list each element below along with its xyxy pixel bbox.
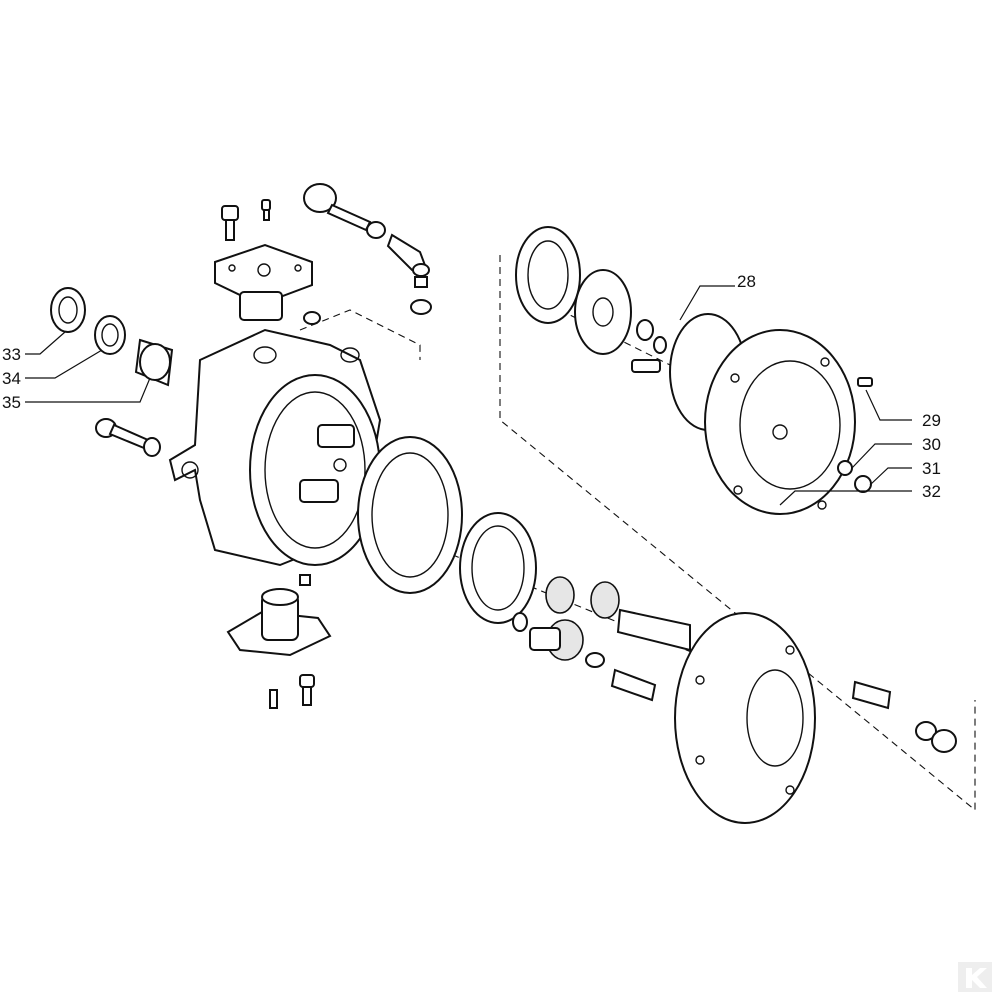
steering-knuckle	[168, 328, 382, 567]
bearing-and-carrier	[515, 226, 747, 431]
callout-33: 33	[2, 345, 21, 364]
bushings	[50, 287, 174, 387]
lower-king-pin	[226, 574, 332, 709]
callout-labels: 28 29 30 31 32 33 34 35	[2, 272, 941, 501]
stop-bolt	[95, 418, 161, 457]
callout-34: 34	[2, 369, 21, 388]
hub-cover	[704, 329, 873, 515]
tie-rod-end	[303, 183, 432, 325]
callout-35: 35	[2, 393, 21, 412]
callout-28: 28	[737, 272, 756, 291]
leader-lines	[25, 285, 912, 506]
callout-31: 31	[922, 459, 941, 478]
wheel-hub	[674, 612, 957, 824]
callout-32: 32	[922, 482, 941, 501]
callout-30: 30	[922, 435, 941, 454]
upper-king-pin	[214, 199, 313, 321]
planetary-gears	[529, 576, 691, 702]
brand-logo-watermark	[958, 962, 992, 992]
callout-29: 29	[922, 411, 941, 430]
hub-seals	[357, 436, 537, 632]
